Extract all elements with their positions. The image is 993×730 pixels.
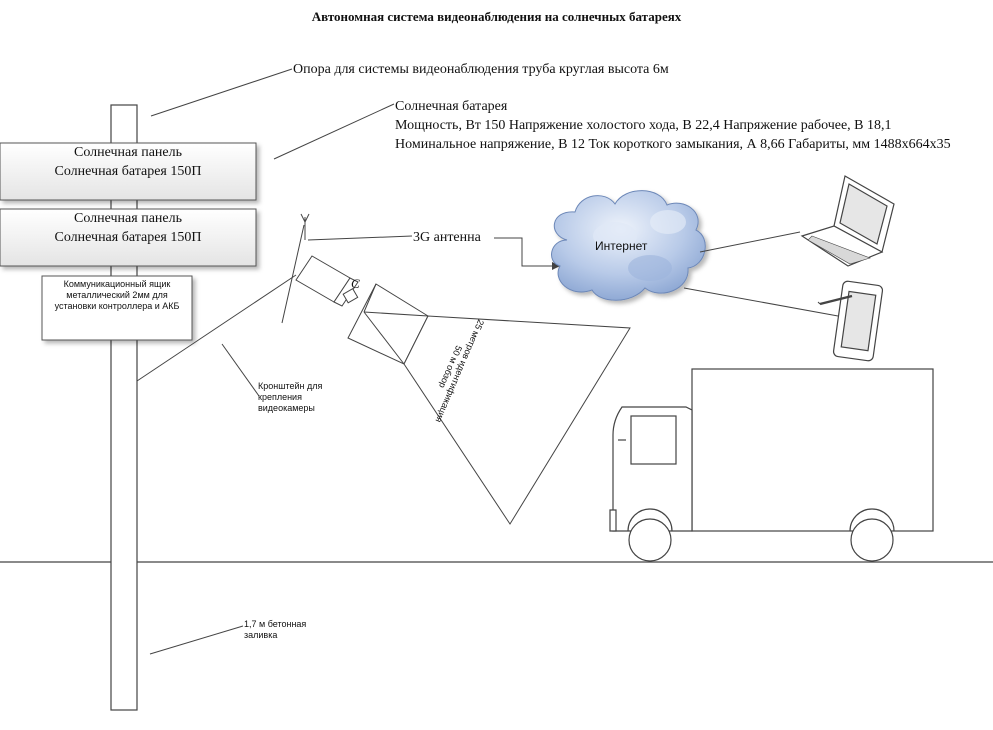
solar-panel-1 xyxy=(0,142,257,201)
concrete-label: 1,7 м бетонная заливка xyxy=(244,619,307,640)
solar-panel-1-label: Солнечная панель Солнечная батарея 150П xyxy=(0,143,256,181)
solar-panel-1-line2: Солнечная батарея 150П xyxy=(54,164,202,179)
camera-letter: C xyxy=(351,276,360,291)
arrow-head xyxy=(552,262,560,270)
solar-panel-2-line1: Солнечная панель xyxy=(74,211,182,226)
truck-icon xyxy=(609,368,934,562)
solar-panel-1-line1: Солнечная панель xyxy=(74,145,182,160)
antenna-to-internet-line xyxy=(494,237,560,267)
antenna-label: 3G антенна xyxy=(413,230,481,245)
solar-leader-line xyxy=(273,103,395,160)
camera-bracket-arm xyxy=(136,274,297,382)
pole xyxy=(110,104,138,711)
internet-to-tablet-line xyxy=(683,287,839,317)
laptop-icon xyxy=(800,175,895,267)
solar-battery-specs: Мощность, Вт 150 Напряжение холостого хо… xyxy=(395,118,951,152)
solar-panel-2-line2: Солнечная батарея 150П xyxy=(54,230,202,245)
tablet-icon xyxy=(817,280,884,362)
internet-cloud-icon xyxy=(551,190,706,301)
solar-battery-title: Солнечная батарея xyxy=(395,99,508,114)
cabinet-label: Коммуникационный ящик металлический 2мм … xyxy=(54,279,180,311)
bracket-leader-line xyxy=(221,343,260,397)
solar-panel-2-label: Солнечная панель Солнечная батарея 150П xyxy=(0,209,256,247)
antenna-leader-line xyxy=(307,235,413,241)
communication-cabinet xyxy=(41,275,193,341)
pole-leader-line xyxy=(150,68,293,117)
camera-mount-post xyxy=(281,224,305,324)
internet-to-laptop-line xyxy=(699,231,801,253)
camera-view-cone xyxy=(403,315,631,525)
antenna-icon xyxy=(300,213,310,240)
solar-panel-2 xyxy=(0,208,257,267)
internet-label: Интернет xyxy=(595,239,648,253)
bracket-label: Кронштейн для крепления видеокамеры xyxy=(258,381,323,413)
pole-label: Опора для системы видеонаблюдения труба … xyxy=(293,62,669,77)
camera-icon xyxy=(295,255,359,307)
concrete-leader-line xyxy=(149,625,244,655)
diagram-title: Автономная система видеонаблюдения на со… xyxy=(311,9,682,24)
